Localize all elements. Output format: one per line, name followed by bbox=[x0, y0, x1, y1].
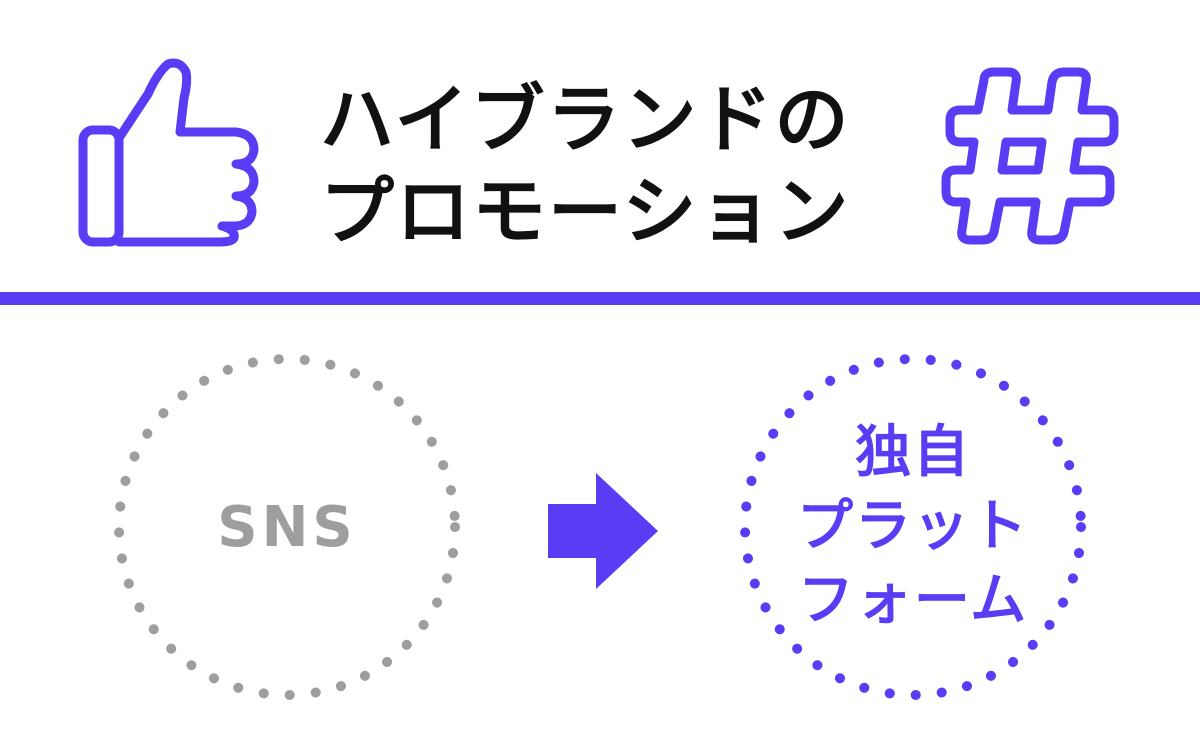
sns-label-wrap: SNS bbox=[110, 350, 464, 704]
platform-label-wrap: 独自 プラット フォーム bbox=[736, 350, 1090, 704]
hashtag-icon bbox=[941, 67, 1119, 245]
thumbs-up-icon bbox=[78, 58, 259, 247]
platform-line-3: フォーム bbox=[797, 568, 1029, 633]
title-line-2: プロモーション bbox=[320, 169, 851, 255]
platform-line-1: 独自 bbox=[855, 420, 971, 485]
right-arrow-icon bbox=[548, 473, 658, 589]
title-line-1: ハイブランドの bbox=[320, 77, 851, 163]
platform-circle bbox=[740, 354, 1086, 700]
divider bbox=[0, 292, 1200, 305]
page-title: ハイブランドの プロモーション bbox=[320, 74, 890, 258]
platform-line-2: プラット bbox=[797, 494, 1029, 559]
sns-circle bbox=[114, 354, 460, 700]
sns-label: SNS bbox=[217, 494, 357, 560]
header: ハイブランドの プロモーション bbox=[0, 0, 1200, 292]
